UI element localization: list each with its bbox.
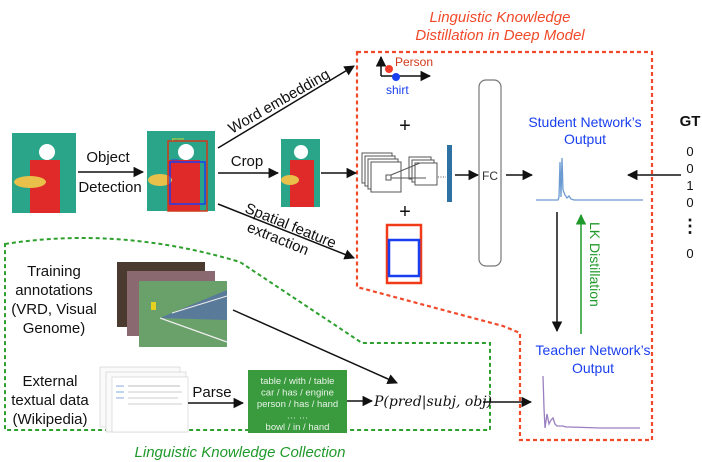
spatial-object-box <box>387 238 421 278</box>
triple-item: person / has / hand <box>257 399 338 410</box>
crop-label: Crop <box>231 153 264 170</box>
training-to-probability-arrow <box>232 309 398 384</box>
student-output-curve <box>536 157 643 201</box>
training-annotations-line1: Training <box>27 263 81 280</box>
shirt-bbox-label: shirt <box>171 157 179 162</box>
fc-layer <box>478 79 502 267</box>
cropped-image <box>281 139 320 207</box>
shirt-bbox <box>169 161 206 205</box>
parse-label: Parse <box>192 384 231 401</box>
embedding-space-plot <box>375 55 432 82</box>
training-images-stack <box>117 262 228 347</box>
external-data-line1: External <box>22 373 77 390</box>
spatial-subject-box <box>385 223 423 285</box>
student-output-title-line1: Student Network’s <box>528 114 641 130</box>
word-embedding-arrow <box>217 65 355 149</box>
triple-item: … … <box>287 411 309 422</box>
plus-sign-2: + <box>399 201 411 223</box>
fc-label: FC <box>482 169 498 183</box>
teacher-output-curve <box>542 375 640 429</box>
word-embedding-label: Word embedding <box>226 66 333 138</box>
gt-value: 0 <box>686 161 693 176</box>
person-point <box>385 65 393 73</box>
teacher-output-title-line2: Output <box>572 360 614 376</box>
distillation-region-border <box>355 50 654 442</box>
gt-value: 1 <box>686 178 693 193</box>
training-annotations-line2: annotations <box>15 282 93 299</box>
ground-truth-title: GT <box>680 113 701 130</box>
training-annotations-line3: (VRD, Visual <box>11 301 97 318</box>
cnn-feature-maps <box>361 152 446 193</box>
external-data-line3: (Wikipedia) <box>12 411 87 428</box>
shirt-point-label: shirt <box>386 83 409 97</box>
gt-value: 0 <box>686 246 693 261</box>
object-detection-label-line2: Detection <box>78 179 141 196</box>
input-image <box>12 133 76 213</box>
person-point-label: Person <box>395 55 433 69</box>
person-bbox <box>167 140 208 212</box>
spatial-feature-arrow <box>217 203 355 260</box>
lk-distillation-label: LK Distillation <box>587 222 603 307</box>
triple-item: car / has / engine <box>261 388 334 399</box>
triples-box <box>248 370 347 433</box>
wikipedia-pages-stack <box>99 366 189 433</box>
teacher-output-title-line1: Teacher Network’s <box>536 342 651 358</box>
ground-truth-values: 0 0 1 0 ⋮ 0 <box>681 144 699 261</box>
student-output-title-line2: Output <box>564 131 606 147</box>
shirt-point <box>392 73 400 81</box>
external-data-line2: textual data <box>11 392 89 409</box>
object-detection-label-line1: Object <box>86 149 130 166</box>
gt-value: 0 <box>686 195 693 210</box>
distillation-title-line2: Distillation in Deep Model <box>415 27 585 44</box>
gt-value: ⋮ <box>681 216 699 236</box>
probability-expression: P(pred|subj, obj) <box>373 394 492 410</box>
collection-title: Linguistic Knowledge Collection <box>135 444 346 461</box>
feature-vector-bar <box>447 145 452 202</box>
training-annotations-line4: Genome) <box>23 320 86 337</box>
gt-value: 0 <box>686 144 693 159</box>
person-bbox-label: person <box>172 136 184 141</box>
triple-item: bowl / in / hand <box>266 422 330 433</box>
plus-sign-1: + <box>399 115 411 137</box>
detected-image: person shirt <box>147 131 215 212</box>
triple-item: table / with / table <box>261 376 335 387</box>
distillation-title-line1: Linguistic Knowledge <box>430 9 571 26</box>
